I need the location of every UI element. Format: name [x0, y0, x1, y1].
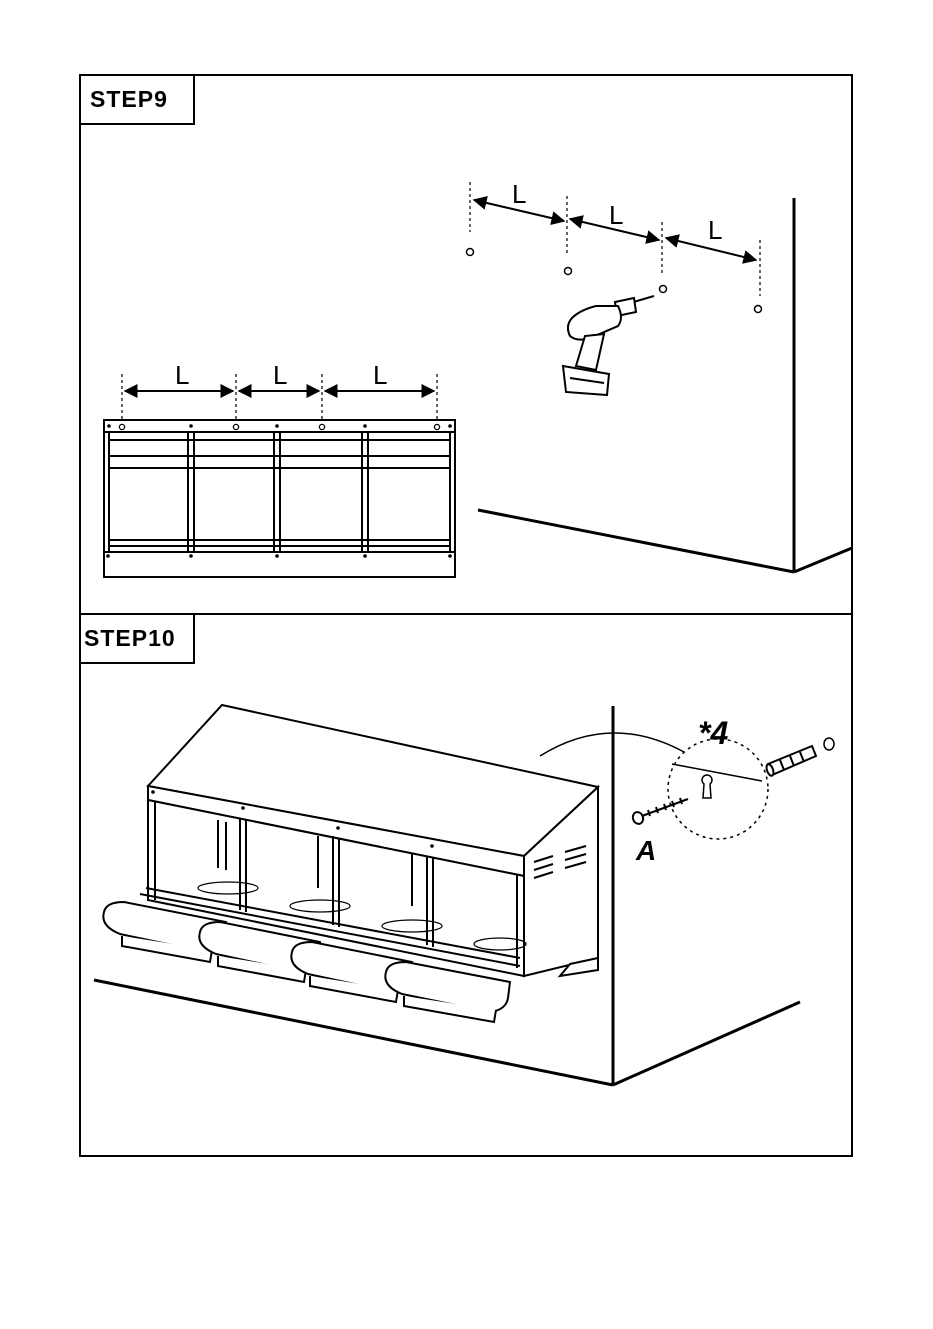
wall-holes	[467, 249, 762, 313]
quantity-label: *4	[698, 715, 728, 751]
step9-label: STEP9	[90, 86, 168, 113]
step9-wall	[478, 198, 852, 572]
screw-icon	[631, 798, 688, 825]
detail-wall-edge	[672, 764, 762, 781]
wall-anchor-icon	[765, 746, 816, 777]
wall-dimension-label-3: L	[708, 215, 722, 245]
nest-box-front-view	[104, 420, 455, 577]
detail-circle	[668, 739, 768, 839]
keyhole-icon	[702, 775, 712, 798]
wall-dimension-label-2: L	[609, 200, 623, 230]
box-dimension-label-2: L	[273, 360, 287, 390]
part-label-a: A	[635, 835, 656, 866]
nest-box-keyholes	[119, 424, 439, 429]
step10-label: STEP10	[84, 625, 176, 652]
drill-icon	[563, 296, 654, 395]
washer-icon	[824, 738, 834, 750]
box-dimension-label-1: L	[175, 360, 189, 390]
box-dimension-label-3: L	[373, 360, 387, 390]
wall-dimension-label-1: L	[512, 179, 526, 209]
